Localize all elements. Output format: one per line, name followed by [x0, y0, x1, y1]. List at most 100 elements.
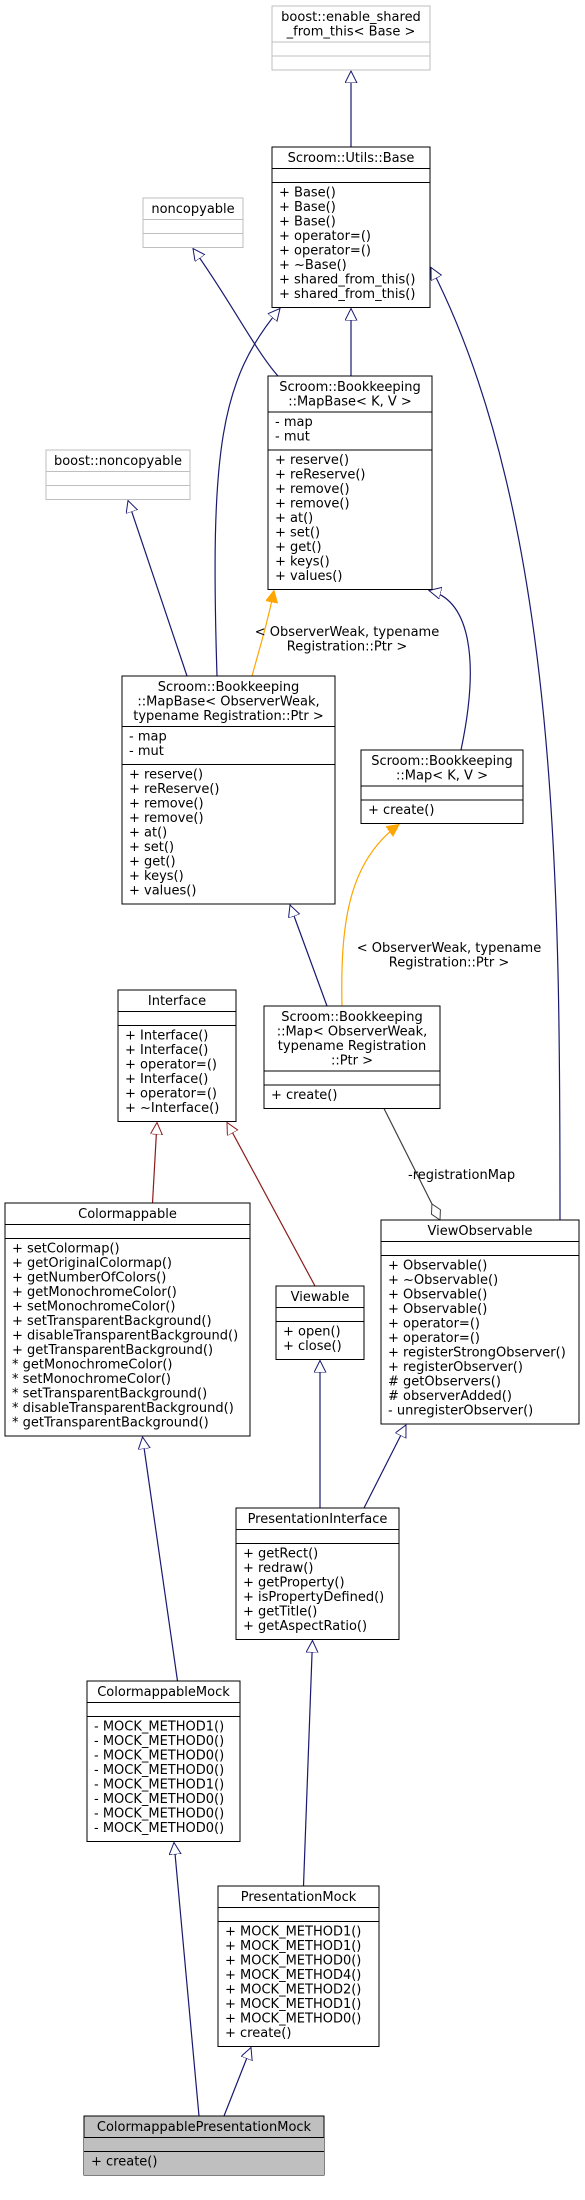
class-method: + operator=()	[125, 1058, 217, 1073]
template-argument-label: Registration::Ptr >	[389, 956, 509, 971]
class-method: + Observable()	[388, 1288, 487, 1303]
class-node-map-ow[interactable]: Scroom::Bookkeeping::Map< ObserverWeak, …	[263, 1005, 441, 1109]
class-title-line: ::Map< ObserverWeak,	[277, 1025, 428, 1040]
class-node-colormappablemock[interactable]: ColormappableMock- MOCK_METHOD1()- MOCK_…	[86, 1680, 241, 1842]
edges-layer	[128, 71, 561, 2117]
class-method: - MOCK_METHOD0()	[94, 1792, 224, 1807]
class-box-body	[84, 2137, 324, 2175]
class-node-viewable[interactable]: Viewable+ open()+ close()	[275, 1285, 365, 1360]
class-box	[142, 197, 244, 248]
class-method: + Observable()	[388, 1302, 487, 1317]
inheritance-arrow	[430, 268, 561, 1221]
class-method: + get()	[129, 855, 176, 870]
class-box	[263, 1005, 441, 1109]
class-method: + ~Base()	[279, 258, 347, 273]
class-method: + isPropertyDefined()	[243, 1590, 384, 1605]
template-instance-arrow	[251, 591, 274, 677]
class-node-utils-base[interactable]: Scroom::Utils::Base+ Base()+ Base()+ Bas…	[271, 146, 431, 308]
inheritance-arrow	[429, 591, 471, 751]
class-title-line: boost::noncopyable	[54, 454, 182, 469]
class-title-line: PresentationMock	[241, 1890, 357, 1905]
class-method: + getOriginalColormap()	[12, 1256, 172, 1271]
class-method: * disableTransparentBackground()	[12, 1401, 234, 1416]
class-node-noncopyable[interactable]: noncopyable	[142, 197, 244, 248]
template-argument-label: < ObserverWeak, typename	[255, 625, 439, 640]
inheritance-arrow	[143, 1437, 179, 1682]
class-box	[217, 1885, 380, 2047]
class-method: + create()	[225, 2026, 291, 2041]
class-title-line: Scroom::Bookkeeping	[371, 754, 513, 769]
class-method: * setMonochromeColor()	[12, 1372, 171, 1387]
class-method: + values()	[129, 884, 196, 899]
class-title-line: PresentationInterface	[248, 1512, 388, 1527]
class-title-line: Scroom::Bookkeeping	[279, 380, 421, 395]
class-method: + operator=()	[388, 1317, 480, 1332]
class-attribute: - map	[129, 730, 167, 745]
inheritance-arrow	[302, 1641, 313, 1887]
class-method: - MOCK_METHOD0()	[94, 1807, 224, 1822]
class-method: + at()	[129, 826, 167, 841]
class-node-interface[interactable]: Interface+ Interface()+ Interface()+ ope…	[117, 989, 237, 1122]
class-title-line: ::MapBase< K, V >	[288, 395, 412, 410]
class-box	[86, 1680, 241, 1842]
class-method: + Base()	[279, 200, 336, 215]
class-method: # getObservers()	[388, 1375, 501, 1390]
template-instance-arrow	[341, 825, 399, 1007]
class-title-line: noncopyable	[151, 202, 234, 217]
class-method: - MOCK_METHOD1()	[94, 1778, 224, 1793]
class-node-colormappablepresentationmock[interactable]: ColormappablePresentationMock + create()	[83, 2115, 325, 2176]
class-method: + Base()	[279, 215, 336, 230]
edge-labels-layer: < ObserverWeak, typenameRegistration::Pt…	[255, 625, 541, 1183]
class-title-line: Interface	[148, 994, 206, 1009]
inheritance-arrow	[214, 309, 280, 677]
class-method: + getAspectRatio()	[243, 1619, 367, 1634]
class-method: + get()	[275, 540, 322, 555]
class-method: + Interface()	[125, 1072, 208, 1087]
class-method: + operator=()	[125, 1087, 217, 1102]
class-method: # observerAdded()	[388, 1389, 512, 1404]
class-method: + values()	[275, 569, 342, 584]
class-node-presentationinterface[interactable]: PresentationInterface+ getRect()+ redraw…	[235, 1507, 400, 1640]
class-title-line: Viewable	[291, 1290, 350, 1305]
class-method: + keys()	[129, 869, 184, 884]
class-node-mapbase-ow[interactable]: Scroom::Bookkeeping::MapBase< ObserverWe…	[121, 675, 336, 905]
class-title-line: ViewObservable	[428, 1224, 533, 1239]
class-method: + operator=()	[279, 229, 371, 244]
class-method: + getNumberOfColors()	[12, 1271, 166, 1286]
class-box	[45, 449, 191, 500]
class-method: + getMonochromeColor()	[12, 1285, 177, 1300]
class-node-presentationmock[interactable]: PresentationMock + MOCK_METHOD1() + MOCK_M…	[217, 1885, 380, 2047]
class-method: + MOCK_METHOD1()	[225, 1997, 361, 2012]
class-method: + remove()	[275, 497, 350, 512]
class-method: + getRect()	[243, 1547, 318, 1562]
class-box	[271, 5, 431, 71]
class-method: + at()	[275, 511, 313, 526]
class-node-colormappable[interactable]: Colormappable+ setColormap()+ getOrigina…	[4, 1202, 251, 1437]
class-method: + ~Observable()	[388, 1273, 498, 1288]
class-method: - MOCK_METHOD0()	[94, 1734, 224, 1749]
class-node-boost-noncopyable[interactable]: boost::noncopyable	[45, 449, 191, 500]
class-method: + Interface()	[125, 1029, 208, 1044]
class-method: + Base()	[279, 186, 336, 201]
class-method: + registerObserver()	[388, 1360, 523, 1375]
class-method: + MOCK_METHOD1()	[225, 1925, 361, 1940]
class-method: + setMonochromeColor()	[12, 1300, 175, 1315]
class-title-line: ColormappablePresentationMock	[97, 2120, 312, 2135]
class-title-line: Scroom::Bookkeeping	[158, 680, 300, 695]
class-title-line: typename Registration::Ptr >	[133, 709, 324, 724]
class-method: + ~Interface()	[125, 1101, 219, 1116]
class-node-viewobservable[interactable]: ViewObservable+ Observable()+ ~Observabl…	[380, 1219, 580, 1425]
class-method: + create()	[271, 1088, 337, 1103]
class-method: + shared_from_this()	[279, 273, 415, 288]
class-method: + close()	[283, 1339, 342, 1354]
class-box	[275, 1285, 365, 1360]
class-method: + create()	[91, 2155, 157, 2170]
class-node-mapbase-kv[interactable]: Scroom::Bookkeeping::MapBase< K, V >- ma…	[267, 375, 433, 590]
class-title-line: Colormappable	[78, 1207, 177, 1222]
class-box	[4, 1202, 251, 1437]
class-node-map-kv[interactable]: Scroom::Bookkeeping::Map< K, V >+ create…	[360, 749, 524, 824]
class-method: + MOCK_METHOD4()	[225, 1968, 361, 1983]
nodes-layer: boost::enable_shared_from_this< Base >Sc…	[4, 5, 580, 2176]
class-node-enable-shared[interactable]: boost::enable_shared_from_this< Base >	[271, 5, 431, 71]
inheritance-arrow	[223, 2048, 251, 2117]
